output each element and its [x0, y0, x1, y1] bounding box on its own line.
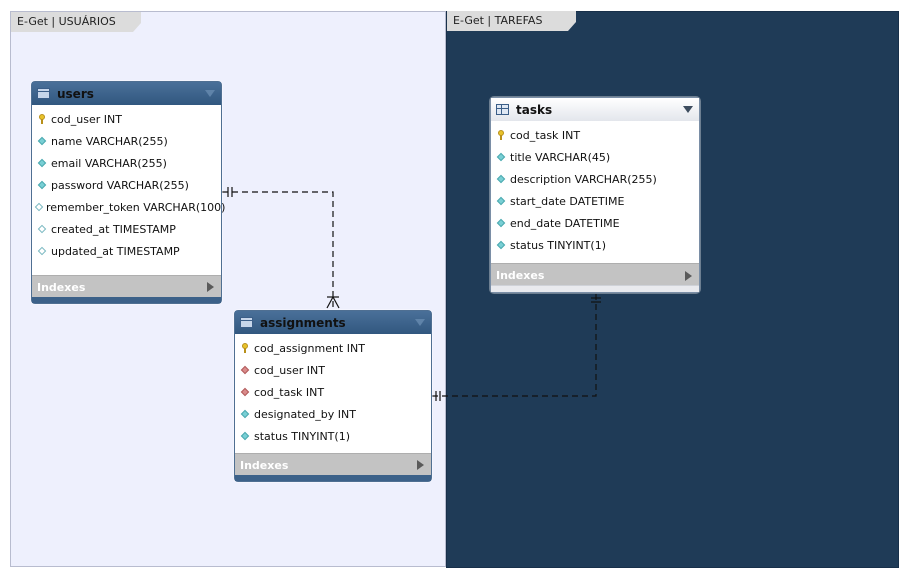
column-label: password VARCHAR(255): [51, 178, 189, 192]
column-row[interactable]: title VARCHAR(45): [491, 146, 699, 168]
relationship-users-assignments[interactable]: [222, 187, 340, 309]
column-row[interactable]: description VARCHAR(255): [491, 168, 699, 190]
column-label: title VARCHAR(45): [510, 150, 611, 164]
column-row[interactable]: status TINYINT(1): [235, 425, 431, 447]
not-null-column-icon: [496, 152, 505, 162]
table-users-columns: cod_user INT name VARCHAR(255) email VAR…: [32, 105, 225, 262]
column-row[interactable]: password VARCHAR(255): [32, 174, 221, 196]
column-row[interactable]: updated_at TIMESTAMP: [32, 240, 221, 262]
nullable-column-icon: [37, 224, 46, 234]
column-row[interactable]: email VARCHAR(255): [32, 152, 221, 174]
column-label: status TINYINT(1): [510, 238, 606, 252]
column-row[interactable]: cod_assignment INT: [235, 337, 431, 359]
column-label: email VARCHAR(255): [51, 156, 167, 170]
not-null-column-icon: [240, 431, 249, 441]
table-icon: [240, 317, 253, 328]
column-label: status TINYINT(1): [254, 429, 350, 443]
column-label: updated_at TIMESTAMP: [51, 244, 180, 258]
collapse-toggle-icon[interactable]: [205, 90, 215, 97]
expand-arrow-icon[interactable]: [207, 282, 214, 292]
table-tasks-header[interactable]: tasks: [491, 98, 699, 121]
table-footer: [32, 297, 221, 303]
table-tasks-indexes[interactable]: Indexes: [491, 263, 699, 287]
table-tasks-columns: cod_task INT title VARCHAR(45) descripti…: [491, 121, 699, 256]
layer-usuarios-tab[interactable]: E-Get | USUÁRIOS: [11, 12, 141, 32]
table-assignments-columns: cod_assignment INT cod_user INT cod_task…: [235, 334, 431, 447]
relationship-tasks-assignments[interactable]: [432, 293, 601, 401]
column-label: name VARCHAR(255): [51, 134, 168, 148]
table-assignments[interactable]: assignments cod_assignment INT cod_user …: [234, 310, 432, 482]
column-label: cod_task INT: [510, 128, 581, 142]
column-label: remember_token VARCHAR(100): [46, 200, 226, 214]
not-null-column-icon: [240, 409, 249, 419]
column-label: start_date DATETIME: [510, 194, 625, 208]
table-assignments-header[interactable]: assignments: [235, 311, 431, 334]
not-null-column-icon: [496, 196, 505, 206]
column-row[interactable]: cod_task INT: [491, 124, 699, 146]
column-label: cod_user INT: [51, 112, 122, 126]
primary-key-icon: [38, 114, 45, 124]
not-null-column-icon: [496, 174, 505, 184]
column-row[interactable]: cod_user INT: [32, 108, 221, 130]
column-label: end_date DATETIME: [510, 216, 620, 230]
indexes-label: Indexes: [37, 280, 86, 294]
table-footer: [491, 285, 699, 292]
column-row[interactable]: cod_user INT: [235, 359, 431, 381]
table-icon: [496, 104, 509, 115]
not-null-column-icon: [37, 136, 46, 146]
foreign-key-icon: [240, 365, 249, 375]
nullable-column-icon: [34, 202, 44, 212]
table-tasks[interactable]: tasks cod_task INT title VARCHAR(45) des…: [490, 97, 700, 293]
table-users-header[interactable]: users: [32, 82, 221, 105]
nullable-column-icon: [37, 246, 46, 256]
table-users-indexes[interactable]: Indexes: [32, 275, 221, 298]
column-row[interactable]: remember_token VARCHAR(100): [32, 196, 225, 218]
column-row[interactable]: cod_task INT: [235, 381, 431, 403]
collapse-toggle-icon[interactable]: [415, 319, 425, 326]
table-tasks-title: tasks: [516, 102, 553, 117]
table-users-title: users: [57, 86, 94, 101]
not-null-column-icon: [496, 240, 505, 250]
column-label: created_at TIMESTAMP: [51, 222, 176, 236]
column-label: cod_user INT: [254, 363, 325, 377]
column-label: cod_task INT: [254, 385, 325, 399]
column-label: cod_assignment INT: [254, 341, 365, 355]
table-assignments-indexes[interactable]: Indexes: [235, 453, 431, 476]
not-null-column-icon: [37, 158, 46, 168]
column-row[interactable]: designated_by INT: [235, 403, 431, 425]
collapse-toggle-icon[interactable]: [683, 106, 693, 113]
table-assignments-title: assignments: [260, 315, 346, 330]
not-null-column-icon: [496, 218, 505, 228]
table-users[interactable]: users cod_user INT name VARCHAR(255) ema…: [31, 81, 225, 304]
foreign-key-icon: [240, 387, 249, 397]
column-row[interactable]: end_date DATETIME: [491, 212, 699, 234]
column-label: description VARCHAR(255): [510, 172, 657, 186]
table-icon: [37, 88, 50, 99]
layer-tarefas-tab[interactable]: E-Get | TAREFAS: [447, 11, 576, 31]
primary-key-icon: [241, 343, 248, 353]
column-row[interactable]: status TINYINT(1): [491, 234, 699, 256]
expand-arrow-icon[interactable]: [685, 270, 692, 281]
column-row[interactable]: start_date DATETIME: [491, 190, 699, 212]
column-row[interactable]: name VARCHAR(255): [32, 130, 221, 152]
expand-arrow-icon[interactable]: [417, 460, 424, 470]
not-null-column-icon: [37, 180, 46, 190]
indexes-label: Indexes: [240, 458, 289, 472]
column-label: designated_by INT: [254, 407, 356, 421]
table-footer: [235, 475, 431, 481]
primary-key-icon: [497, 130, 504, 140]
column-row[interactable]: created_at TIMESTAMP: [32, 218, 221, 240]
indexes-label: Indexes: [496, 269, 545, 282]
